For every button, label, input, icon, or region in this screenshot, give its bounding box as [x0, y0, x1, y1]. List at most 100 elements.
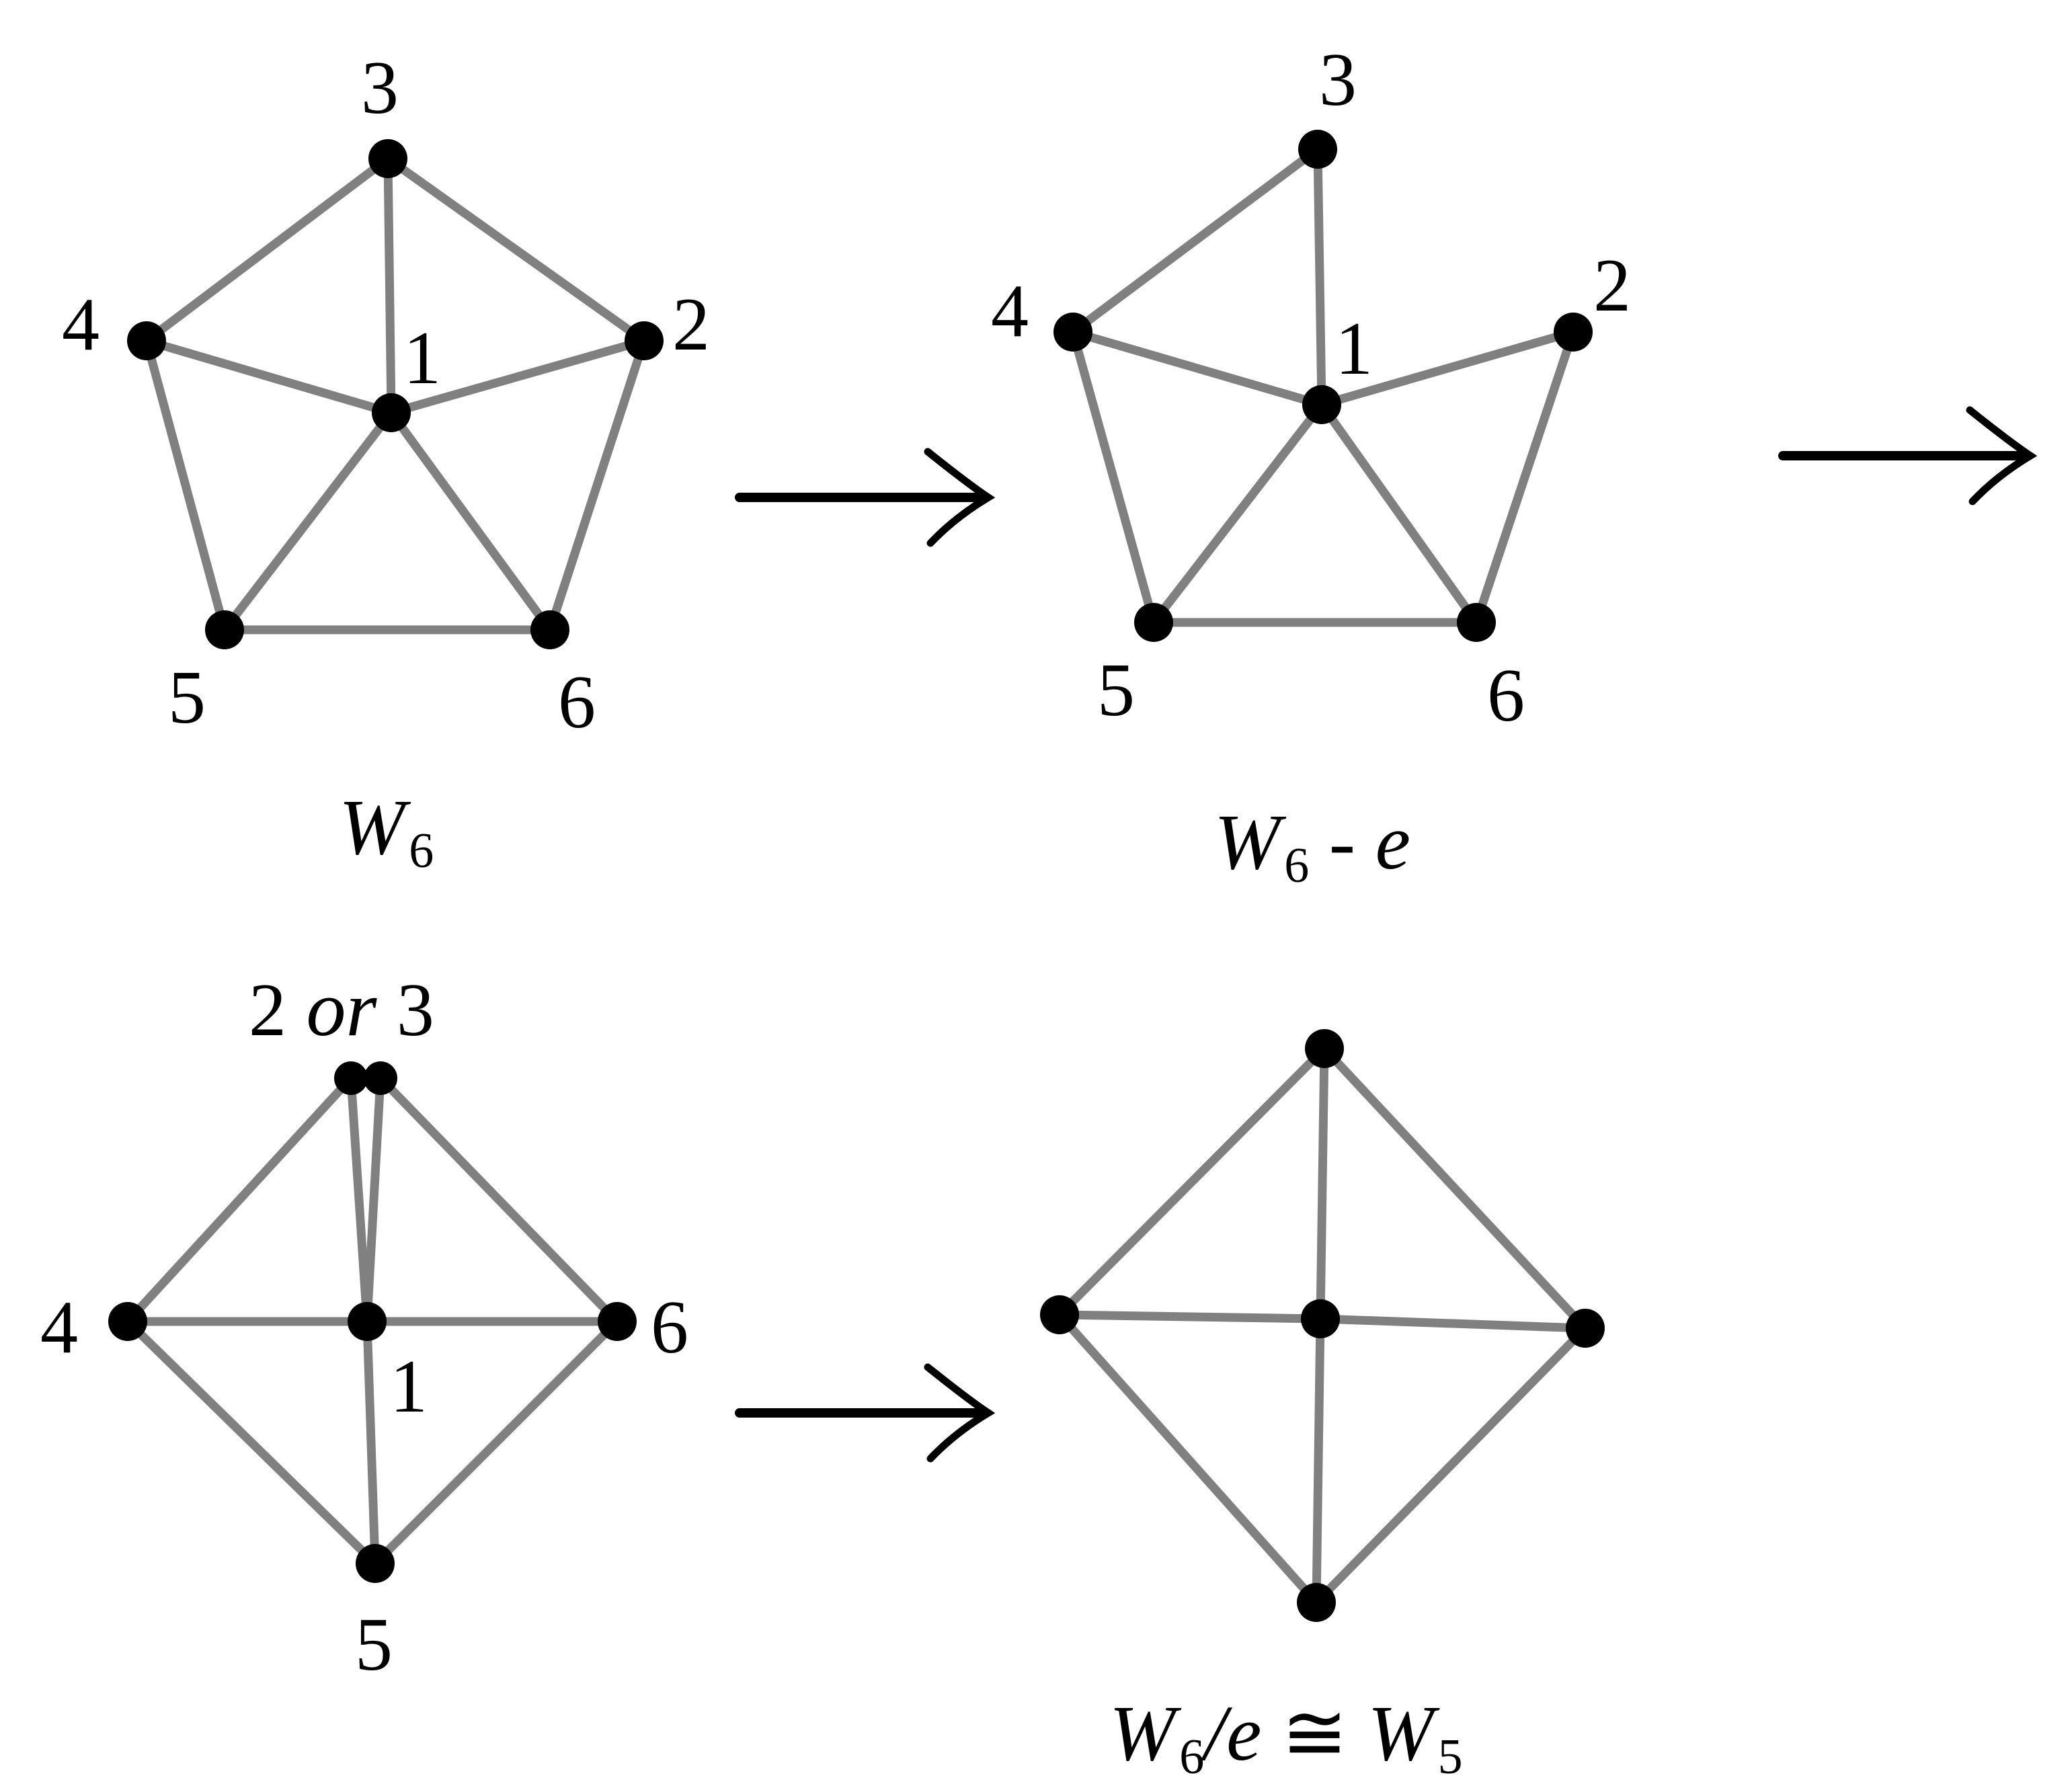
vertex-6 [1457, 603, 1496, 642]
edge-right-bottom [1312, 1324, 1590, 1607]
graph-merged-vertices [108, 1061, 637, 1583]
caption-w6-minus-e-base: W [1214, 798, 1287, 886]
caption-sub: 6 [1179, 1730, 1204, 1785]
caption-w6-contract-e: W6/e ≅ W5 [1109, 1689, 1463, 1785]
edge-1-5 [1149, 400, 1326, 627]
edge-left-bottom [1055, 1310, 1321, 1607]
caption-e: e [1226, 1689, 1261, 1777]
vertex-5 [1134, 603, 1173, 642]
graph-w6-contract-e-edges [1055, 1044, 1590, 1607]
edge-6-5 [370, 1317, 622, 1568]
vertex-3 [1298, 130, 1337, 169]
merged-label-b: 3 [397, 969, 434, 1052]
edge-center-right [1316, 1314, 1590, 1333]
graph-w6-labels: 1 2 3 4 5 6 [62, 46, 710, 744]
edge-center-top [1316, 1044, 1329, 1324]
edge-1-merged-b [362, 1073, 385, 1326]
vertex-label-3: 3 [361, 46, 399, 130]
vertex-top [1305, 1029, 1344, 1068]
arrow-2 [1778, 406, 2038, 505]
edge-center-left [1055, 1310, 1325, 1324]
graph-w6-vertices [127, 139, 664, 649]
graph-w6-minus-e-labels: 1 2 3 4 5 6 [991, 38, 1631, 737]
edge-3-4 [142, 154, 393, 345]
caption-w6-minus-e: W6 - e [1214, 798, 1410, 893]
graph-w6-contract-e: W6/e ≅ W5 [1040, 1029, 1605, 1785]
graph-w6: 1 2 3 4 5 6 W6 [62, 46, 710, 879]
graph-merged-labels: 2 or 3 1 4 5 6 [40, 965, 688, 1686]
edge-1-5 [220, 408, 396, 635]
vertex-label-6: 6 [1487, 654, 1525, 737]
vertex-label-5: 5 [1097, 649, 1135, 732]
edge-1-2 [1317, 327, 1578, 409]
arrow-1 [735, 448, 996, 547]
vertex-merged-b [364, 1061, 397, 1095]
vertex-center [1301, 1299, 1340, 1338]
vertex-label-4: 4 [40, 1286, 78, 1369]
vertex-label-5: 5 [168, 656, 206, 739]
vertex-label-4: 4 [991, 270, 1029, 353]
edge-3-2 [383, 154, 649, 345]
vertex-4 [127, 321, 166, 360]
graph-merged-edges [123, 1073, 622, 1568]
vertex-2 [1554, 313, 1593, 352]
caption-w6-minus-e-sub: 6 [1284, 838, 1309, 893]
vertex-1 [1302, 385, 1341, 424]
vertex-5 [205, 610, 244, 649]
caption-w6-sub: 6 [409, 823, 434, 879]
vertex-label-5: 5 [355, 1603, 393, 1686]
vertex-right [1566, 1309, 1605, 1348]
edge-1-merged-a [346, 1073, 372, 1326]
edge-4-5 [1068, 327, 1158, 627]
merged-label-or: or [286, 965, 397, 1053]
vertex-1 [348, 1302, 387, 1341]
graph-w6-minus-e: 1 2 3 4 5 6 W6 - e [991, 38, 1631, 893]
caption-iso: ≅ [1261, 1689, 1367, 1777]
vertex-label-2: 2 [672, 283, 710, 366]
edge-1-4 [142, 336, 396, 417]
edge-top-right [1320, 1044, 1590, 1333]
caption-w6-base: W [339, 783, 411, 871]
edge-1-6 [387, 408, 555, 635]
arrow-3 [735, 1363, 996, 1463]
edge-1-4 [1068, 327, 1326, 409]
vertex-bottom [1297, 1583, 1336, 1622]
vertex-label-2: 2 [1593, 244, 1631, 327]
edge-1-2 [387, 336, 649, 417]
edge-1-3 [383, 154, 396, 417]
caption-base: W [1109, 1689, 1182, 1777]
edge-2-6 [545, 336, 649, 635]
vertex-2 [625, 321, 664, 360]
caption-sub2: 5 [1438, 1730, 1463, 1785]
vertex-4 [108, 1302, 147, 1341]
merged-vertex-label: 2 or 3 [249, 965, 434, 1053]
caption-base2: W [1367, 1689, 1440, 1777]
edge-1-5 [362, 1317, 380, 1568]
graph-merged: 2 or 3 1 4 5 6 [40, 965, 688, 1686]
edge-merged-4 [123, 1073, 356, 1326]
caption-w6: W6 [339, 783, 434, 879]
edge-4-5 [142, 336, 229, 635]
vertex-3 [368, 139, 407, 178]
caption-w6-minus-e-tail: e [1376, 798, 1410, 886]
vertex-1 [372, 393, 411, 432]
edge-merged-6 [376, 1073, 622, 1326]
merged-label-a: 2 [249, 969, 286, 1052]
vertex-5 [356, 1544, 395, 1583]
vertex-label-6: 6 [651, 1286, 688, 1369]
edge-1-3 [1313, 145, 1326, 409]
vertex-label-6: 6 [558, 661, 596, 744]
vertex-label-4: 4 [62, 283, 99, 366]
vertex-label-3: 3 [1319, 38, 1357, 122]
edge-top-left [1055, 1044, 1329, 1319]
arrow-1-head [924, 448, 996, 547]
caption-w6-minus-e-op: - [1309, 798, 1375, 886]
graph-w6-contract-e-vertices [1040, 1029, 1605, 1622]
graph-w6-minus-e-vertices [1053, 130, 1593, 642]
vertex-merged-a [334, 1061, 368, 1095]
vertex-left [1040, 1295, 1079, 1334]
graph-w6-minus-e-edges [1068, 145, 1578, 627]
edge-2-6 [1472, 327, 1578, 627]
vertex-label-1: 1 [403, 317, 441, 400]
